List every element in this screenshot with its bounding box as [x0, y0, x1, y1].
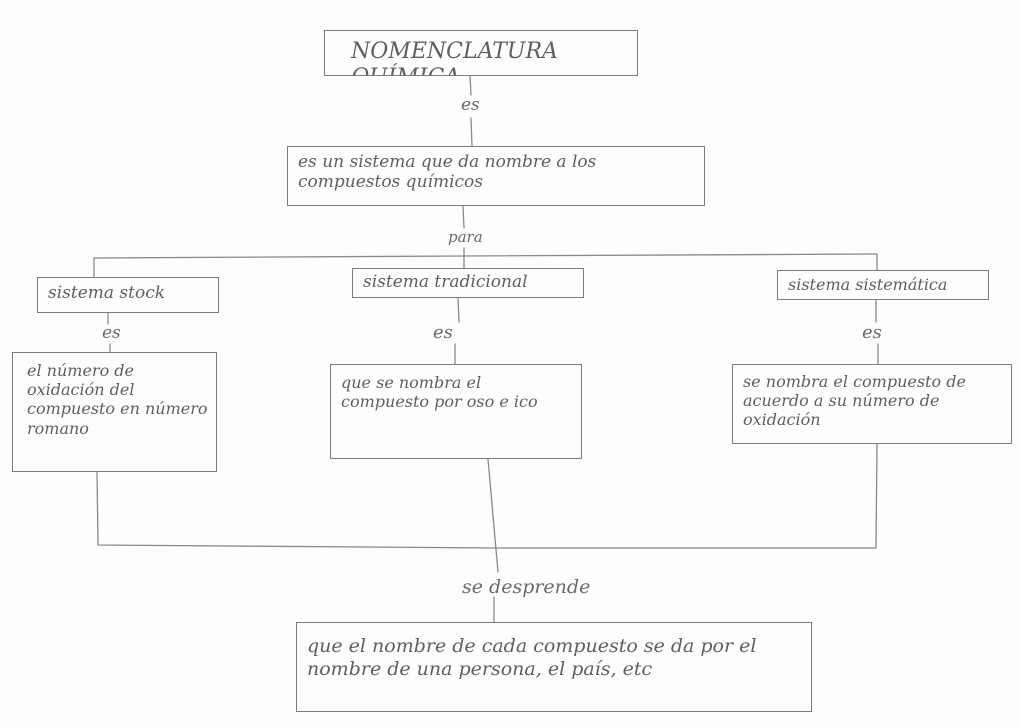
- traditional-system-name: sistema tradicional: [363, 272, 528, 292]
- connector-branch-bar: [93, 253, 878, 259]
- systematic-description-box: se nombra el compuesto de acuerdo a su n…: [732, 364, 1012, 444]
- title-box: NOMENCLATURA QUÍMICA: [324, 30, 638, 76]
- connector-sistematica-desc-to-merge: [495, 443, 878, 549]
- connector-stock-desc-to-merge: [96, 471, 497, 549]
- stock-system-box: sistema stock: [37, 277, 219, 313]
- connector-definition-to-para: [462, 205, 465, 229]
- traditional-system-box: sistema tradicional: [352, 268, 584, 298]
- conclusion-text: que el nombre de cada compuesto se da po…: [307, 635, 757, 680]
- stock-system-name: sistema stock: [48, 283, 166, 303]
- link-label-es-top: es: [461, 95, 480, 115]
- stock-description-text: el número de oxidación del compuesto en …: [27, 361, 208, 438]
- link-label-es-stock: es: [102, 323, 121, 343]
- connector-tradicional-to-es: [457, 297, 460, 323]
- link-label-para: para: [448, 228, 483, 246]
- systematic-system-name: sistema sistemática: [788, 275, 948, 294]
- systematic-description-text: se nombra el compuesto de acuerdo a su n…: [743, 372, 966, 430]
- traditional-description-box: que se nombra el compuesto por oso e ico: [330, 364, 582, 459]
- stock-description-box: el número de oxidación del compuesto en …: [12, 352, 217, 472]
- systematic-system-box: sistema sistemática: [777, 270, 989, 300]
- link-label-es-systematic: es: [862, 322, 882, 343]
- conclusion-box: que el nombre de cada compuesto se da po…: [296, 622, 812, 712]
- link-label-es-traditional: es: [433, 322, 453, 343]
- connector-es-to-definition: [470, 117, 473, 147]
- definition-box: es un sistema que da nombre a los compue…: [287, 146, 705, 206]
- link-label-se-desprende: se desprende: [462, 576, 591, 598]
- connector-tradicional-desc-to-merge: [487, 458, 499, 573]
- title-text: NOMENCLATURA QUÍMICA: [351, 39, 558, 75]
- definition-text: es un sistema que da nombre a los compue…: [298, 152, 597, 193]
- traditional-description-text: que se nombra el compuesto por oso e ico: [341, 373, 538, 412]
- connector-title-to-es: [469, 75, 472, 96]
